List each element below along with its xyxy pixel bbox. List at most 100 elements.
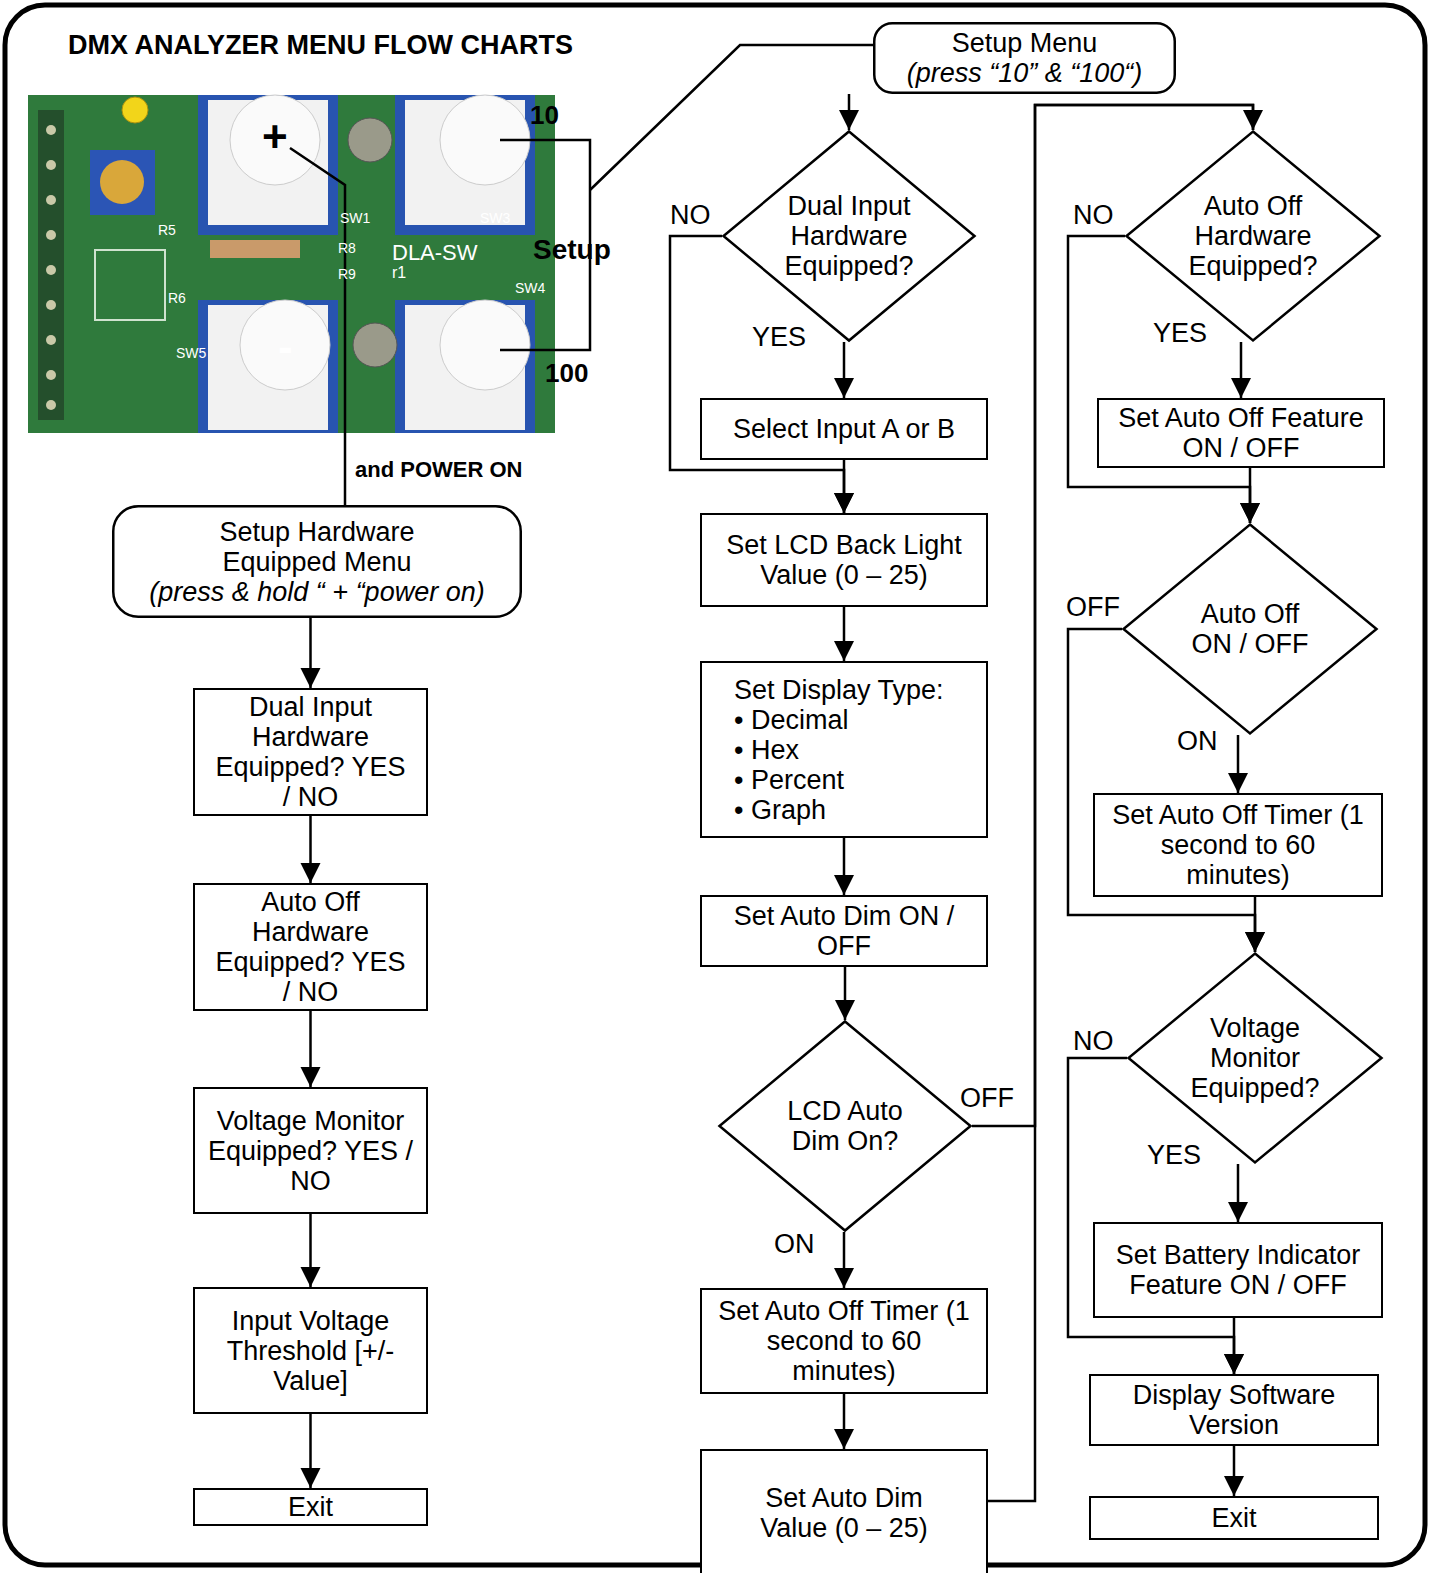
- node-text: Set Battery Indicator Feature ON / OFF: [1098, 1240, 1378, 1300]
- node-text: Setup Hardware Equipped Menu: [182, 517, 452, 577]
- node-text: Voltage Monitor Equipped? YES / NO: [198, 1106, 423, 1196]
- node-text: LCD Auto Dim On?: [770, 1096, 920, 1156]
- node-text: Exit: [1211, 1503, 1256, 1533]
- outer-frame: [5, 5, 1425, 1565]
- part-label: SW5: [176, 345, 206, 361]
- node-text: Dual Input Hardware Equipped?: [769, 191, 929, 281]
- branch-label: OFF: [960, 1083, 1014, 1113]
- part-label: SW4: [515, 280, 545, 296]
- process-box: Exit: [1089, 1496, 1379, 1540]
- menu-start-box: Setup Hardware Equipped Menu(press & hol…: [112, 505, 522, 618]
- process-box: Set Auto Off Feature ON / OFF: [1097, 398, 1385, 468]
- resistor-symbol: [210, 240, 300, 258]
- decision-diamond: Auto Off Hardware Equipped?: [1125, 130, 1381, 342]
- node-text: • Decimal: [734, 705, 848, 735]
- circuit-board-photo: [28, 95, 555, 433]
- header-pins: [46, 125, 56, 410]
- flow-connector: [843, 838, 846, 895]
- node-text: Dual Input Hardware Equipped? YES / NO: [211, 692, 411, 812]
- node-text: Auto Off Hardware Equipped? YES / NO: [211, 887, 411, 1007]
- flow-connector: [843, 342, 846, 398]
- flow-connector: [1068, 1058, 1234, 1374]
- flow-connector: [1068, 629, 1255, 952]
- part-label: SW1: [340, 210, 370, 226]
- flow-connector: [843, 1232, 846, 1288]
- process-box: Exit: [193, 1488, 428, 1526]
- flow-connector: [972, 105, 1253, 1126]
- process-box: Set Auto Off Timer (1 second to 60 minut…: [1093, 793, 1383, 897]
- process-box: Select Input A or B: [700, 398, 988, 460]
- node-text: Set Auto Off Feature ON / OFF: [1101, 403, 1381, 463]
- part-label: 100: [545, 358, 588, 389]
- pin-header: [38, 110, 64, 420]
- branch-label: ON: [774, 1229, 815, 1259]
- branch-label: YES: [1147, 1140, 1201, 1170]
- flow-connector: [848, 94, 851, 130]
- part-label: r1: [392, 264, 406, 282]
- node-text: (press & hold “ + “power on): [149, 577, 484, 607]
- menu-start-box: Setup Menu(press “10” & “100“): [873, 22, 1176, 94]
- node-text: • Percent: [734, 765, 844, 795]
- node-text: (press “10” & “100“): [907, 58, 1143, 88]
- part-label: -: [278, 322, 293, 372]
- node-text: Set Auto Off Timer (1 second to 60 minut…: [714, 1296, 974, 1386]
- flow-connector: [309, 1011, 312, 1087]
- process-box: Display Software Version: [1089, 1374, 1379, 1446]
- flow-connector: [988, 105, 1253, 1501]
- flow-connector: [1249, 468, 1252, 523]
- part-label: R8: [338, 240, 356, 256]
- process-box: Set Auto Dim Value (0 – 25): [700, 1449, 988, 1573]
- branch-label: NO: [1073, 200, 1114, 230]
- node-text: Set Auto Off Timer (1 second to 60 minut…: [1107, 800, 1369, 890]
- decision-diamond: Dual Input Hardware Equipped?: [722, 130, 976, 342]
- node-text: Input Voltage Threshold [+/- Value]: [211, 1306, 411, 1396]
- part-label: R9: [338, 266, 356, 282]
- part-label: 10: [530, 100, 559, 131]
- flow-connector: [1240, 342, 1243, 398]
- branch-label: YES: [1153, 318, 1207, 348]
- flow-connector: [1237, 1164, 1240, 1222]
- trim-pot: [90, 150, 155, 215]
- branch-label: YES: [752, 322, 806, 352]
- flow-connector: [843, 460, 846, 513]
- chart-title: DMX ANALYZER MENU FLOW CHARTS: [68, 30, 573, 61]
- node-text: Display Software Version: [1104, 1380, 1364, 1440]
- switch-sw5: [198, 300, 338, 433]
- screw: [353, 323, 397, 367]
- process-box: Set Display Type:• Decimal• Hex• Percent…: [700, 661, 988, 838]
- component-outline: [95, 250, 165, 320]
- node-text: Voltage Monitor Equipped?: [1175, 1013, 1335, 1103]
- process-box: Dual Input Hardware Equipped? YES / NO: [193, 688, 428, 816]
- process-box: Set Battery Indicator Feature ON / OFF: [1093, 1222, 1383, 1318]
- node-text: Set Display Type:: [734, 675, 944, 705]
- switch-sw3: [395, 95, 535, 235]
- node-text: Auto Off Hardware Equipped?: [1173, 191, 1333, 281]
- branch-label: OFF: [1066, 592, 1120, 622]
- flow-connector: [309, 1414, 312, 1488]
- flow-connector: [1233, 1446, 1236, 1496]
- trim-pot-dial: [100, 160, 144, 204]
- flow-connector: [1237, 735, 1240, 793]
- screw: [348, 118, 392, 162]
- flow-connector: [843, 607, 846, 661]
- flow-connector: [670, 236, 844, 513]
- node-text: • Graph: [734, 795, 826, 825]
- node-text: Exit: [288, 1492, 333, 1522]
- process-box: Voltage Monitor Equipped? YES / NO: [193, 1087, 428, 1214]
- node-text: • Hex: [734, 735, 799, 765]
- flow-connector: [1233, 1318, 1236, 1374]
- node-text: Set Auto Dim Value (0 – 25): [744, 1483, 944, 1543]
- node-text: Select Input A or B: [733, 414, 955, 444]
- pcb-board: [28, 95, 555, 433]
- flow-connector: [309, 1214, 312, 1287]
- decision-diamond: Auto Off ON / OFF: [1122, 523, 1378, 735]
- led: [122, 97, 148, 123]
- part-label: Setup: [533, 234, 611, 266]
- process-box: Set LCD Back Light Value (0 – 25): [700, 513, 988, 607]
- decision-diamond: Voltage Monitor Equipped?: [1127, 952, 1383, 1164]
- part-label: and POWER ON: [355, 457, 522, 483]
- flow-connector: [309, 816, 312, 883]
- part-label: R6: [168, 290, 186, 306]
- process-box: Set Auto Dim ON / OFF: [700, 895, 988, 967]
- part-label: R5: [158, 222, 176, 238]
